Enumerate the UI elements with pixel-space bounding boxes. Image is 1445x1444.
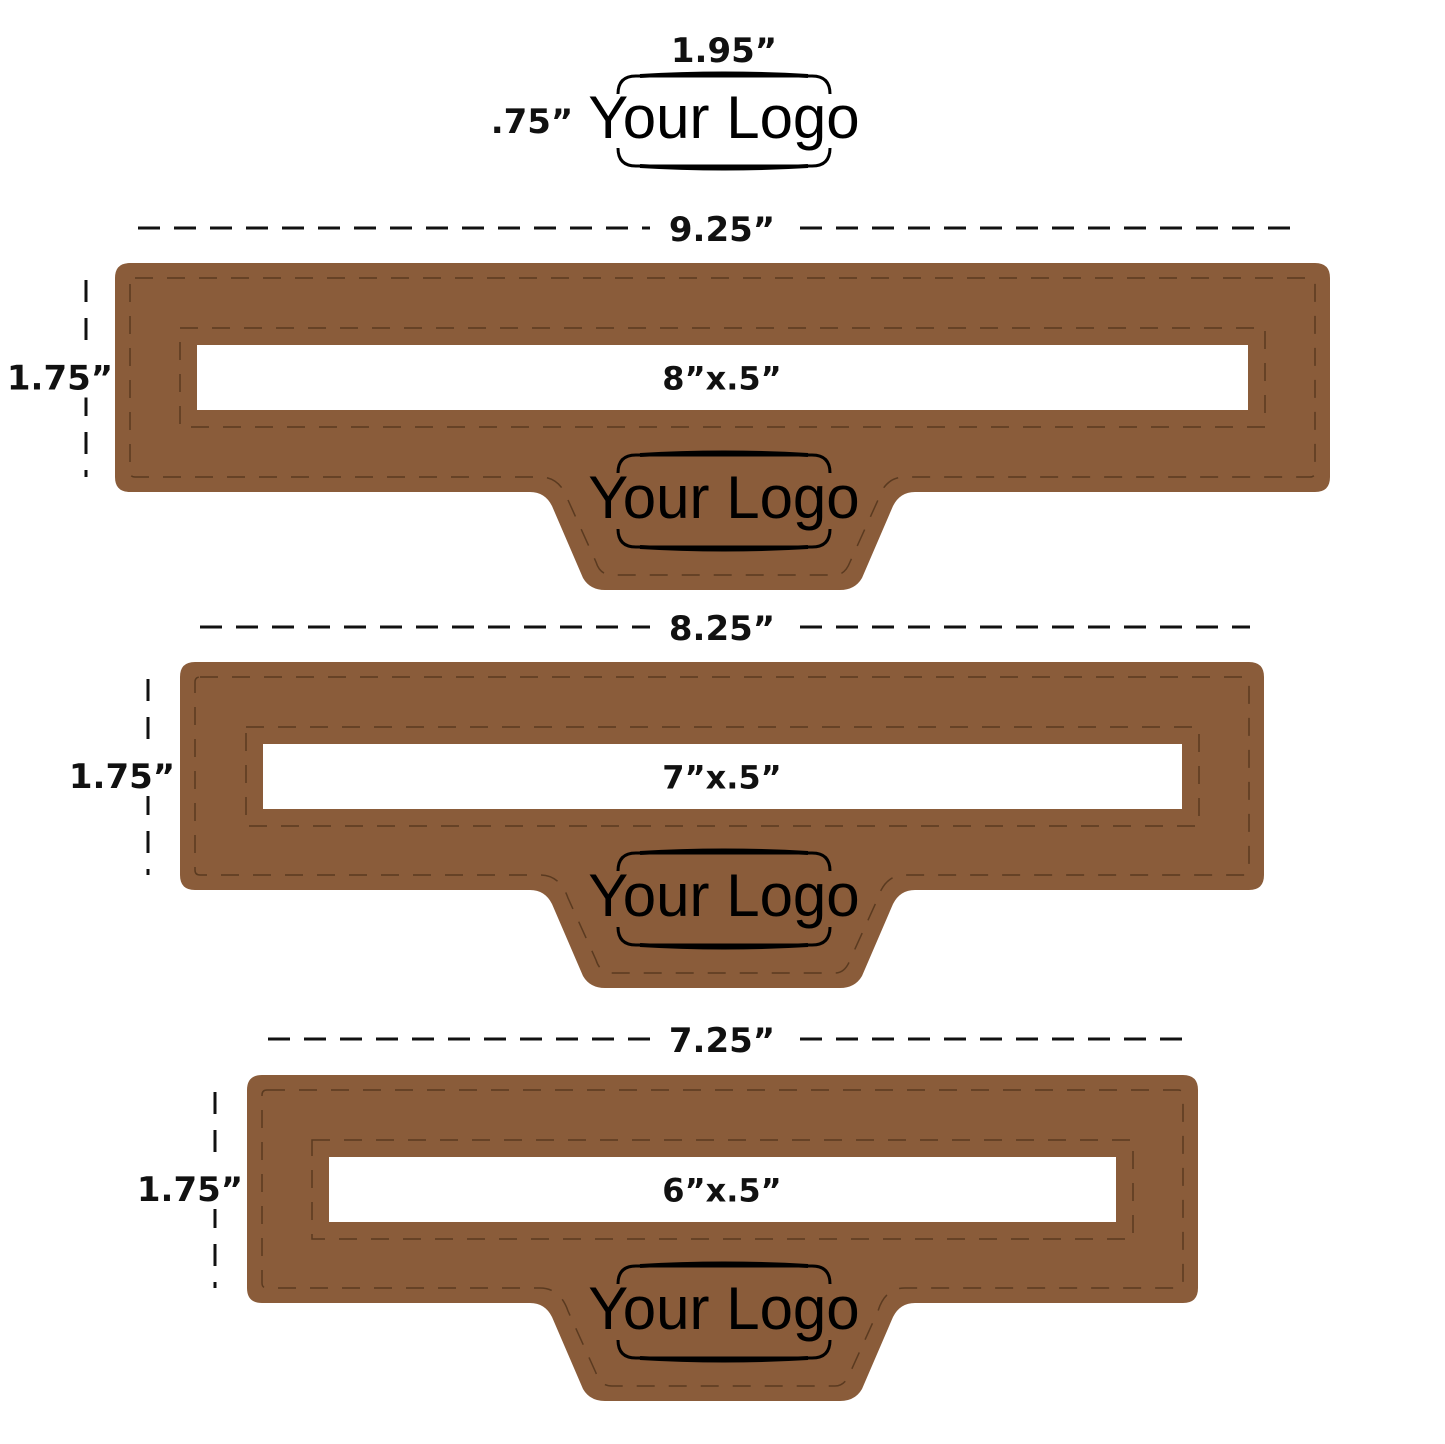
- height-label: 1.75”: [137, 1170, 243, 1210]
- leather-patch: [247, 1075, 1198, 1401]
- window-label: 6”x.5”: [662, 1172, 781, 1210]
- leather-patch: [115, 263, 1330, 590]
- logo-bracket-top: [616, 851, 832, 872]
- logo-bracket-bottom: [616, 926, 832, 947]
- window-stitch: [179, 327, 1266, 428]
- logo-placeholder: [616, 450, 832, 552]
- patch-1: 9.25” 1.75” 8”x.5” Your Logo: [7, 210, 1330, 590]
- logo-width-label: 1.95”: [671, 31, 777, 71]
- height-label: 1.75”: [7, 359, 113, 399]
- leather-patch: [180, 662, 1264, 988]
- window-stitch: [311, 1139, 1134, 1240]
- logo-text: Your Logo: [588, 84, 859, 151]
- logo-bracket-bottom: [616, 1339, 832, 1360]
- width-label: 7.25”: [669, 1021, 775, 1061]
- height-label: 1.75”: [69, 757, 175, 797]
- logo-bracket-bottom: [616, 528, 832, 549]
- logo-bracket-top: [616, 453, 832, 474]
- window-label: 7”x.5”: [662, 759, 781, 797]
- logo-spec: 1.95” .75” Your Logo: [491, 31, 860, 171]
- logo-bracket-top: [616, 74, 832, 95]
- logo-placeholder: [616, 71, 832, 171]
- logo-bracket-top: [616, 1264, 832, 1285]
- window-cutout: [197, 345, 1248, 410]
- window-stitch: [245, 726, 1200, 827]
- logo-bracket-bottom: [616, 147, 832, 168]
- logo-text: Your Logo: [588, 464, 859, 531]
- window-cutout: [263, 744, 1182, 809]
- window-cutout: [329, 1157, 1116, 1222]
- logo-placeholder: [616, 848, 832, 950]
- logo-text: Your Logo: [588, 862, 859, 929]
- patch-3: 7.25” 1.75” 6”x.5” Your Logo: [137, 1021, 1198, 1401]
- patch-2: 8.25” 1.75” 7”x.5” Your Logo: [69, 609, 1264, 988]
- stitch-line: [194, 676, 1250, 974]
- stitch-line: [261, 1089, 1184, 1387]
- logo-text: Your Logo: [588, 1275, 859, 1342]
- window-label: 8”x.5”: [662, 360, 781, 398]
- logo-placeholder: [616, 1261, 832, 1363]
- logo-height-label: .75”: [491, 102, 574, 142]
- width-label: 9.25”: [669, 210, 775, 250]
- width-label: 8.25”: [669, 609, 775, 649]
